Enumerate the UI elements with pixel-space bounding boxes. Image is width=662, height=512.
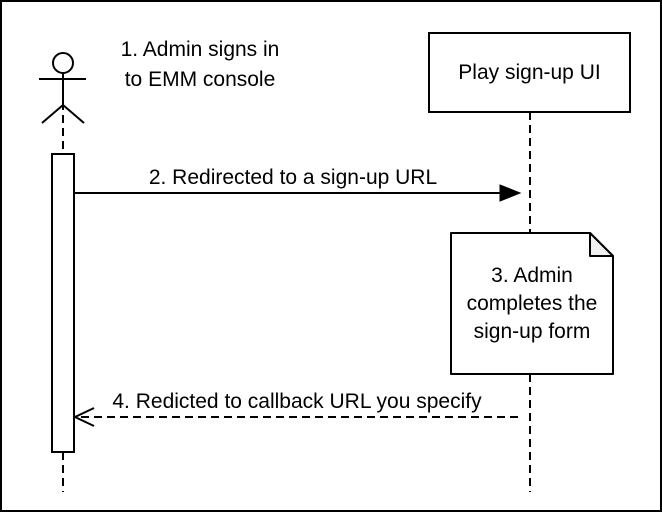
participant-box [428,32,631,113]
message-2-arrow [74,184,522,202]
actor-icon [39,52,86,124]
actor-left-leg [41,104,64,124]
note-fold-icon [589,232,614,257]
message-4-arrow [72,407,522,427]
actor-head [52,52,74,74]
note-body [450,232,614,375]
message-2-arrowhead-icon [499,184,522,202]
actor-right-leg [62,104,85,124]
actor-activation-bar [51,153,75,453]
message-4-arrowhead-icon [72,407,95,427]
note-shape [450,232,614,375]
